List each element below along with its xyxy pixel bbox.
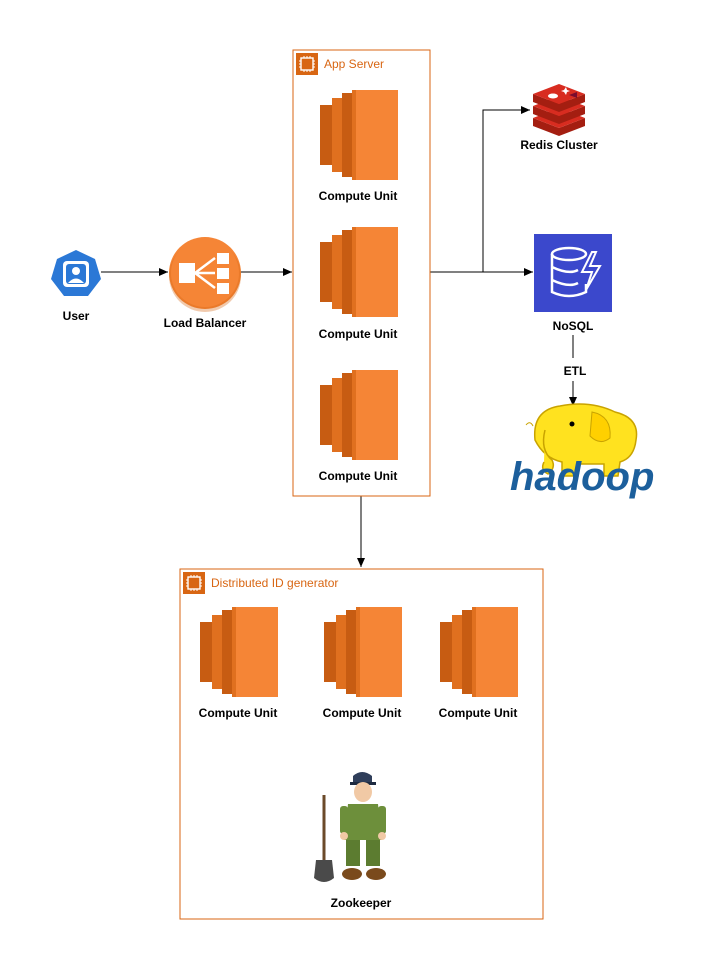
compute-unit-label: Compute Unit bbox=[319, 327, 398, 341]
dynamodb-icon bbox=[534, 234, 612, 312]
compute-unit-label: Compute Unit bbox=[319, 469, 398, 483]
load-balancer-node[interactable]: Load Balancer bbox=[164, 237, 247, 330]
edge-app-server-to-redis bbox=[482, 106, 530, 272]
app-server-title: App Server bbox=[324, 57, 384, 71]
compute-icon bbox=[440, 607, 518, 697]
server-group-icon bbox=[295, 52, 319, 76]
hadoop-logo-text: hadoop bbox=[510, 455, 654, 499]
id-compute-unit-1[interactable]: Compute Unit bbox=[199, 607, 278, 720]
id-generator-title: Distributed ID generator bbox=[211, 576, 338, 590]
redis-icon bbox=[533, 84, 585, 136]
user-label: User bbox=[63, 309, 90, 323]
app-server-group[interactable]: App Server Compute Unit Compute Unit Com… bbox=[292, 49, 431, 497]
zookeeper-icon bbox=[314, 772, 386, 882]
hadoop-node[interactable]: hadoop bbox=[510, 403, 654, 499]
redis-node[interactable]: Redis Cluster bbox=[520, 84, 598, 152]
compute-icon bbox=[324, 607, 402, 697]
edge-nosql-to-hadoop: ETL bbox=[564, 335, 587, 406]
redis-label: Redis Cluster bbox=[520, 138, 598, 152]
compute-icon bbox=[320, 90, 398, 180]
app-compute-unit-2[interactable]: Compute Unit bbox=[319, 227, 398, 341]
user-node[interactable]: User bbox=[51, 250, 101, 323]
id-compute-unit-2[interactable]: Compute Unit bbox=[323, 607, 402, 720]
zookeeper-label: Zookeeper bbox=[331, 896, 392, 910]
nosql-node[interactable]: NoSQL bbox=[534, 234, 612, 333]
user-icon bbox=[51, 250, 101, 296]
edge-label-etl: ETL bbox=[564, 364, 587, 378]
app-compute-unit-1[interactable]: Compute Unit bbox=[319, 90, 398, 203]
id-generator-group[interactable]: Distributed ID generator Compute Unit Co… bbox=[179, 568, 544, 920]
server-group-icon bbox=[182, 571, 206, 595]
compute-unit-label: Compute Unit bbox=[319, 189, 398, 203]
compute-unit-label: Compute Unit bbox=[199, 706, 278, 720]
load-balancer-icon bbox=[169, 237, 241, 312]
compute-unit-label: Compute Unit bbox=[323, 706, 402, 720]
zookeeper-node[interactable]: Zookeeper bbox=[314, 772, 392, 910]
compute-icon bbox=[200, 607, 278, 697]
compute-unit-label: Compute Unit bbox=[439, 706, 518, 720]
nosql-label: NoSQL bbox=[553, 319, 594, 333]
id-compute-unit-3[interactable]: Compute Unit bbox=[439, 607, 518, 720]
hadoop-elephant-icon bbox=[525, 403, 638, 477]
app-compute-unit-3[interactable]: Compute Unit bbox=[319, 370, 398, 483]
load-balancer-label: Load Balancer bbox=[164, 316, 247, 330]
compute-icon bbox=[320, 370, 398, 460]
compute-icon bbox=[320, 227, 398, 317]
